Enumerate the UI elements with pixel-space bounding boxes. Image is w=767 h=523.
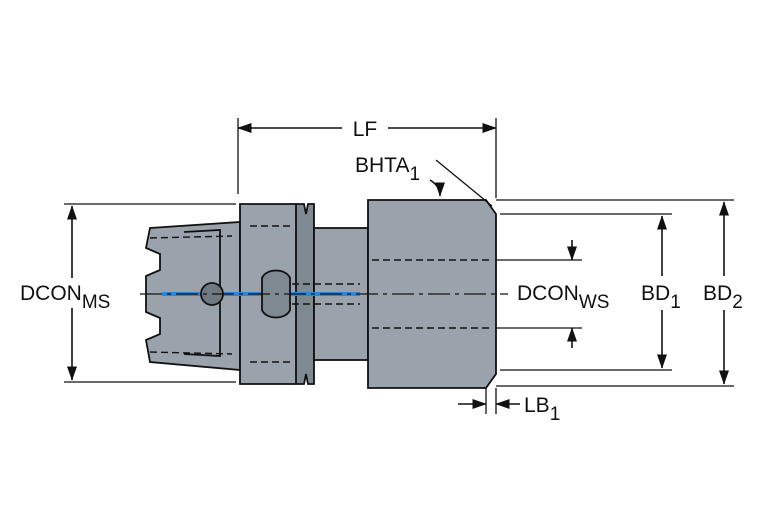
bd1-label: BD1 — [641, 282, 681, 313]
lb1-dimension: LB1 — [458, 388, 560, 425]
shank-hidden-bore — [149, 235, 233, 355]
dcon-ws-label: DCONWS — [517, 282, 609, 313]
lf-dimension: LF — [237, 118, 497, 198]
lb1-label: LB1 — [524, 394, 560, 425]
dcon-ws-dimension: DCONWS — [496, 240, 609, 348]
lf-label: LF — [353, 118, 378, 141]
dcon-ms-label: DCONMS — [20, 282, 110, 313]
bd2-label: BD2 — [703, 282, 743, 313]
bhta-dimension: BHTA1 — [355, 154, 493, 207]
dcon-ms-dimension: DCONMS — [20, 203, 236, 383]
internal-thread — [292, 283, 360, 305]
bhta-label: BHTA1 — [355, 154, 420, 185]
bd1-dimension: BD1 — [500, 213, 681, 371]
flange-hidden — [250, 225, 292, 363]
bd2-dimension: BD2 — [496, 199, 743, 387]
